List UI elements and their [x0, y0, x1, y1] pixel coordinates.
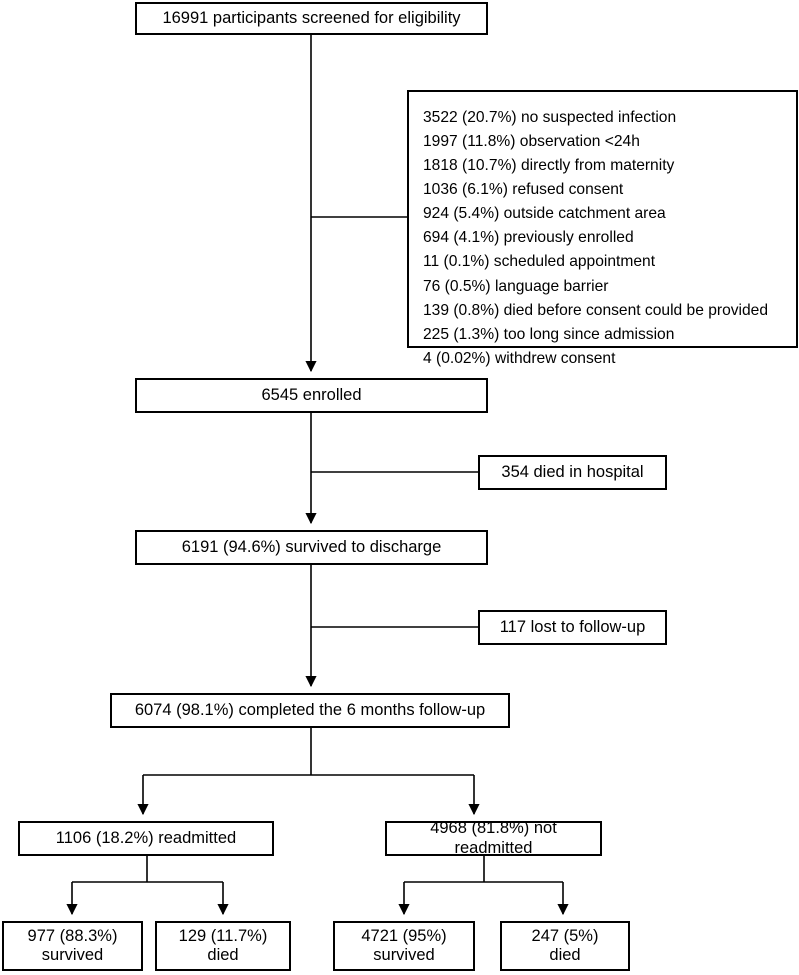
node-readmitted-survived-outcome: survived	[41, 946, 104, 964]
exclusion-item: 139 (0.8%) died before consent could be …	[423, 301, 769, 319]
node-readmitted-survived: 977 (88.3%) survived	[2, 921, 143, 971]
node-completed-followup-label: 6074 (98.1%) completed the 6 months foll…	[134, 700, 486, 719]
exclusion-item: 1036 (6.1%) refused consent	[423, 181, 624, 199]
node-lost-to-followup-label: 117 lost to follow-up	[499, 617, 646, 636]
node-not-readmitted-label: 4968 (81.8%) not readmitted	[430, 819, 557, 857]
exclusion-item: 1818 (10.7%) directly from maternity	[423, 157, 675, 175]
exclusion-item: 11 (0.1%) scheduled appointment	[423, 253, 656, 271]
exclusion-item: 4 (0.02%) withdrew consent	[423, 349, 616, 367]
node-enrolled-label: 6545 enrolled	[261, 385, 362, 404]
node-readmitted-died-label: 129 (11.7%) died	[157, 927, 289, 966]
node-not-readmitted-died-label: 247 (5%) died	[502, 927, 628, 966]
node-readmitted-died-count: 129 (11.7%)	[178, 926, 268, 945]
node-screened-label: 16991 participants screened for eligibil…	[162, 8, 461, 27]
node-survived-to-discharge-label: 6191 (94.6%) survived to discharge	[181, 537, 442, 556]
node-not-readmitted-survived-outcome: survived	[373, 946, 435, 964]
node-readmitted-died: 129 (11.7%) died	[155, 921, 291, 971]
node-readmitted-survived-count: 977 (88.3%)	[27, 926, 118, 945]
node-survived-to-discharge: 6191 (94.6%) survived to discharge	[135, 530, 488, 565]
node-screened: 16991 participants screened for eligibil…	[135, 2, 488, 35]
node-exclusions: 3522 (20.7%) no suspected infection 1997…	[407, 90, 798, 367]
node-not-readmitted-survived-label: 4721 (95%) survived	[335, 927, 473, 966]
node-readmitted: 1106 (18.2%) readmitted	[18, 821, 274, 856]
node-died-in-hospital-label: 354 died in hospital	[501, 462, 644, 481]
node-readmitted-label: 1106 (18.2%) readmitted	[55, 828, 237, 847]
node-not-readmitted-died-outcome: died	[549, 946, 581, 964]
node-readmitted-died-outcome: died	[207, 946, 239, 964]
node-not-readmitted-survived: 4721 (95%) survived	[333, 921, 475, 971]
node-not-readmitted-survived-count: 4721 (95%)	[361, 926, 447, 945]
exclusion-item: 1997 (11.8%) observation <24h	[423, 133, 640, 151]
node-readmitted-survived-label: 977 (88.3%) survived	[4, 927, 141, 966]
exclusion-item: 924 (5.4%) outside catchment area	[423, 205, 666, 223]
node-not-readmitted-died: 247 (5%) died	[500, 921, 630, 971]
exclusion-item: 76 (0.5%) language barrier	[423, 277, 609, 295]
node-not-readmitted-died-count: 247 (5%)	[531, 926, 599, 945]
node-not-readmitted: 4968 (81.8%) not readmitted	[385, 819, 602, 857]
exclusion-item: 225 (1.3%) too long since admission	[423, 325, 675, 343]
exclusion-item: 694 (4.1%) previously enrolled	[423, 229, 634, 247]
node-died-in-hospital: 354 died in hospital	[478, 455, 667, 490]
exclusion-item: 3522 (20.7%) no suspected infection	[423, 109, 677, 126]
node-enrolled: 6545 enrolled	[135, 378, 488, 413]
node-completed-followup: 6074 (98.1%) completed the 6 months foll…	[110, 693, 510, 728]
node-lost-to-followup: 117 lost to follow-up	[478, 610, 667, 645]
